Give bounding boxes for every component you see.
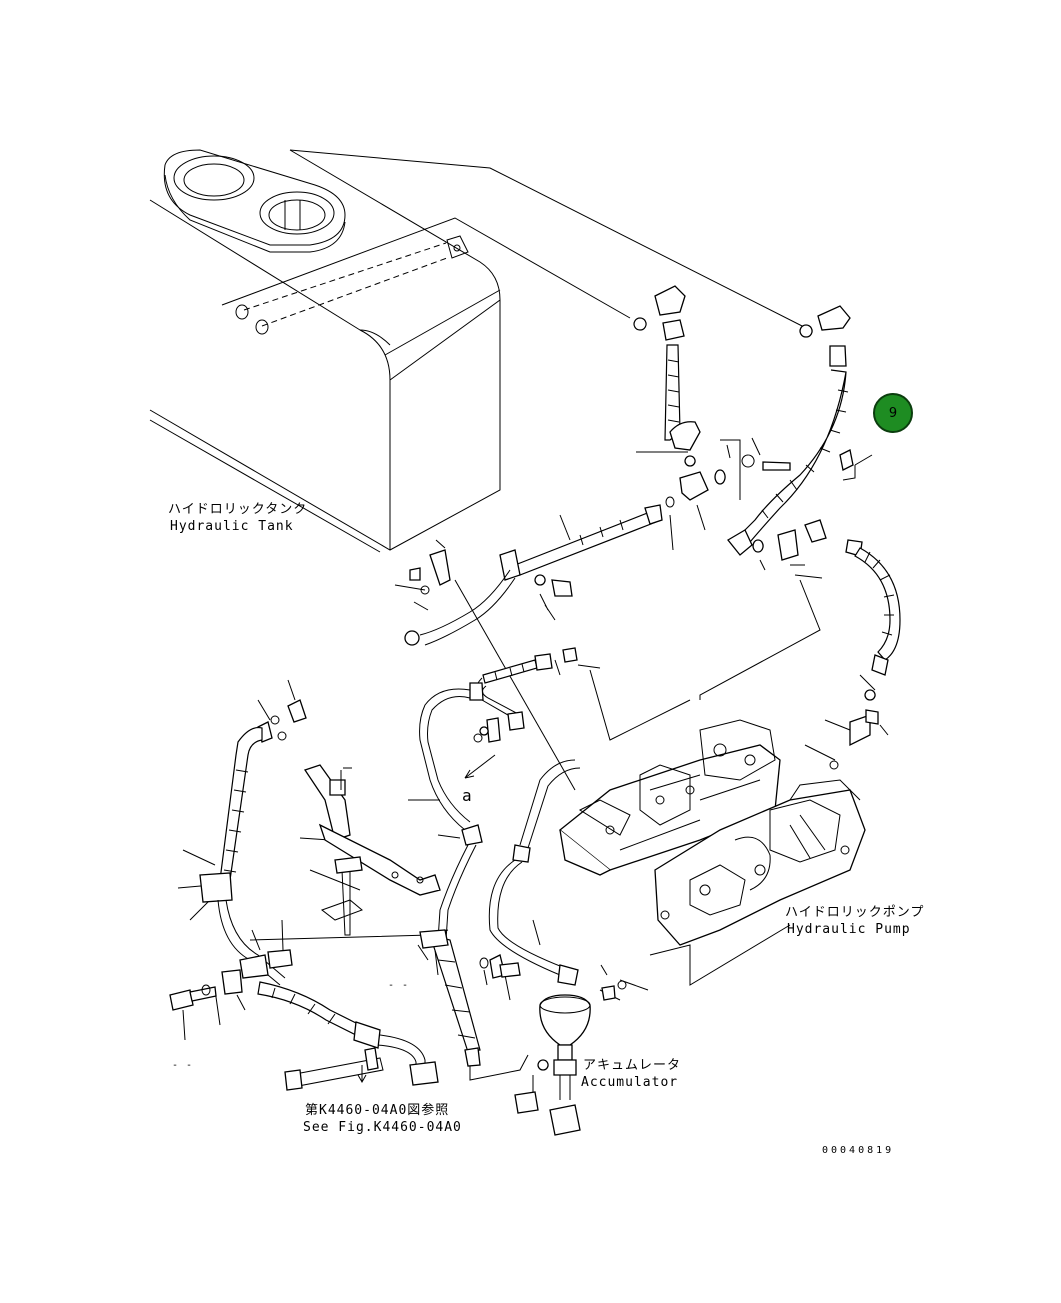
dash-marker-1: - - — [172, 1060, 194, 1071]
hydraulic-tank-label-jp: ハイドロリックタンク — [168, 502, 308, 517]
bolts-and-washers — [169, 954, 521, 1011]
accumulator-hose — [488, 759, 627, 1001]
figure-number: 00040819 — [822, 1145, 895, 1156]
mounting-bracket — [303, 764, 441, 936]
reference-label-jp: 第K4460-04A0図参照 — [305, 1103, 450, 1118]
accumulator — [514, 994, 591, 1136]
hydraulic-pump-label-en: Hydraulic Pump — [787, 922, 911, 937]
delivery-hose-right — [752, 519, 901, 770]
detail-mark-label: a — [462, 786, 473, 805]
hydraulic-pump-lower — [654, 779, 866, 946]
dash-marker-2: - - — [388, 980, 410, 991]
pilot-hose — [473, 647, 578, 743]
detail-arrow — [464, 754, 496, 779]
suction-hose-right — [714, 305, 854, 556]
callout-number: 9 — [888, 405, 898, 421]
suction-hose-left — [633, 285, 709, 508]
accumulator-label-jp: アキュムレータ — [583, 1058, 682, 1073]
reference-label-en: See Fig.K4460-04A0 — [303, 1120, 462, 1135]
hydraulic-pump-label-jp: ハイドロリックポンプ — [785, 905, 925, 920]
pressure-pipe — [404, 504, 663, 646]
accumulator-label-en: Accumulator — [581, 1075, 679, 1090]
hydraulic-tank-label-en: Hydraulic Tank — [170, 519, 294, 534]
return-hose-center — [419, 682, 484, 1067]
hydraulic-tank — [149, 149, 501, 553]
item-callout-badge[interactable]: 9 — [873, 393, 913, 433]
hydraulic-pump-upper — [558, 719, 781, 876]
drain-hose-left — [199, 699, 439, 1091]
